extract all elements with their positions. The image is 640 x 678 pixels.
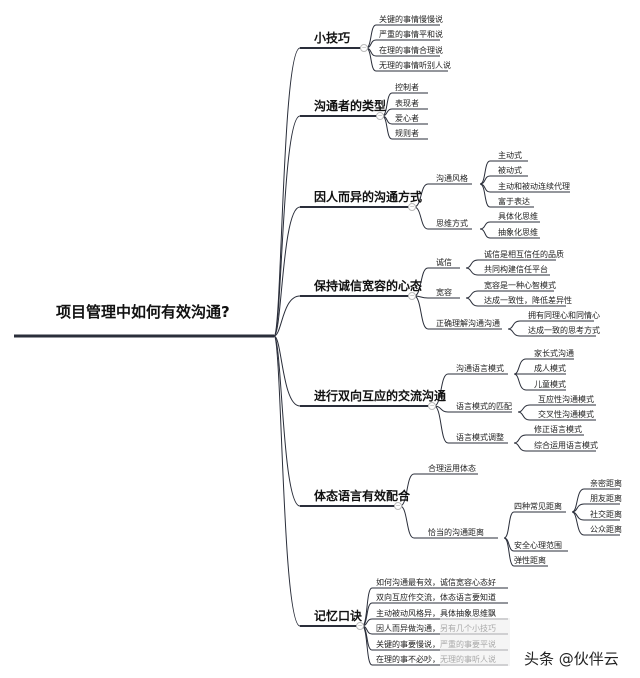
branch-communicator-types[interactable]: 沟通者的类型 — [314, 99, 387, 113]
mnemonic-line[interactable]: 在理的事不必吵，无理的事听人说 — [376, 655, 496, 664]
branch-adaptive-communication[interactable]: 因人而异的沟通方式 — [314, 190, 423, 204]
type-item[interactable]: 表现者 — [395, 99, 419, 108]
tips-item[interactable]: 关键的事情慢慢说 — [379, 15, 443, 24]
root-topic[interactable]: 项目管理中如何有效沟通? — [56, 303, 230, 321]
collapse-toggle-icon[interactable]: − — [376, 112, 384, 120]
style-item[interactable]: 主动式 — [498, 151, 522, 160]
mnemonic-line[interactable]: 主动被动风格异，具体抽象思维飘 — [376, 609, 496, 618]
mnemonic-line[interactable]: 关键的事要慢说，严重的事要平说 — [376, 640, 496, 649]
posture-group[interactable]: 合理运用体态 — [428, 464, 476, 473]
understanding-item[interactable]: 拥有同理心和同情心 — [528, 311, 600, 320]
tolerance-item[interactable]: 达成一致性，降低差异性 — [484, 296, 572, 305]
type-item[interactable]: 控制者 — [395, 83, 419, 92]
distance-item[interactable]: 公众距离 — [590, 525, 622, 534]
collapse-toggle-icon[interactable]: − — [408, 203, 416, 211]
integrity-group[interactable]: 诚信 — [436, 258, 452, 267]
branch-body-language[interactable]: 体态语言有效配合 — [314, 489, 411, 503]
type-item[interactable]: 规则者 — [395, 129, 419, 138]
style-item[interactable]: 被动式 — [498, 166, 522, 175]
mode-adjust-item[interactable]: 综合运用语言模式 — [534, 441, 598, 450]
style-item[interactable]: 主动和被动连续代理 — [498, 182, 570, 191]
thinking-group[interactable]: 思维方式 — [436, 219, 468, 228]
type-item[interactable]: 爱心者 — [395, 114, 419, 123]
tips-item[interactable]: 严重的事情平和说 — [379, 30, 443, 39]
style-group[interactable]: 沟通风格 — [436, 174, 468, 183]
language-mode-item[interactable]: 成人模式 — [534, 364, 566, 373]
language-mode-group[interactable]: 沟通语言模式 — [456, 364, 504, 373]
understanding-group[interactable]: 正确理解沟通沟通 — [436, 319, 500, 328]
mode-adjust-item[interactable]: 修正语言模式 — [534, 425, 582, 434]
style-item[interactable]: 富于表达 — [498, 197, 530, 206]
watermark-blur — [440, 618, 510, 666]
tolerance-item[interactable]: 宽容是一种心智模式 — [484, 281, 556, 290]
tips-item[interactable]: 无理的事情听别人说 — [379, 61, 451, 70]
branch-mnemonic[interactable]: 记忆口诀 — [314, 609, 363, 623]
tips-item[interactable]: 在理的事情合理说 — [379, 46, 443, 55]
mode-adjust-group[interactable]: 语言模式调整 — [456, 433, 504, 442]
mode-match-group[interactable]: 语言模式的匹配 — [456, 402, 512, 411]
language-mode-item[interactable]: 家长式沟通 — [534, 349, 574, 358]
distance-item[interactable]: 朋友距离 — [590, 494, 622, 503]
watermark-text: 头条 @伙伴云 — [520, 646, 623, 671]
branch-tips[interactable]: 小技巧 — [314, 31, 351, 45]
distance-item[interactable]: 社交距离 — [590, 510, 622, 519]
mnemonic-line[interactable]: 双向互应作交流，体态语言要知道 — [376, 593, 496, 602]
thinking-item[interactable]: 抽象化思维 — [498, 228, 538, 237]
understanding-item[interactable]: 达成一致的思考方式 — [528, 326, 600, 335]
mode-match-item[interactable]: 互应性沟通模式 — [538, 395, 594, 404]
mnemonic-line[interactable]: 因人而异做沟通，另有几个小技巧 — [376, 624, 496, 633]
integrity-item[interactable]: 共同构建信任平台 — [484, 265, 548, 274]
thinking-item[interactable]: 具体化思维 — [498, 212, 538, 221]
language-mode-item[interactable]: 儿童模式 — [534, 380, 566, 389]
mnemonic-line[interactable]: 如何沟通最有效，诚信宽容心态好 — [376, 578, 496, 587]
collapse-toggle-icon[interactable]: − — [356, 622, 364, 630]
distance-subgroup[interactable]: 安全心理范围 — [514, 541, 562, 550]
collapse-toggle-icon[interactable]: − — [360, 44, 368, 52]
distance-subgroup[interactable]: 四种常见距离 — [514, 502, 562, 511]
tolerance-group[interactable]: 宽容 — [436, 288, 452, 297]
collapse-toggle-icon[interactable]: − — [428, 402, 436, 410]
distance-item[interactable]: 亲密距离 — [590, 479, 622, 488]
branch-integrity-tolerance[interactable]: 保持诚信宽容的心态 — [314, 279, 423, 293]
collapse-toggle-icon[interactable]: − — [394, 502, 402, 510]
mode-match-item[interactable]: 交叉性沟通模式 — [538, 410, 594, 419]
distance-subgroup[interactable]: 弹性距离 — [514, 556, 546, 565]
distance-group[interactable]: 恰当的沟通距离 — [428, 528, 484, 537]
branch-two-way-communication[interactable]: 进行双向互应的交流沟通 — [314, 389, 447, 403]
integrity-item[interactable]: 诚信是相互信任的品质 — [484, 250, 564, 259]
collapse-toggle-icon[interactable]: − — [408, 292, 416, 300]
